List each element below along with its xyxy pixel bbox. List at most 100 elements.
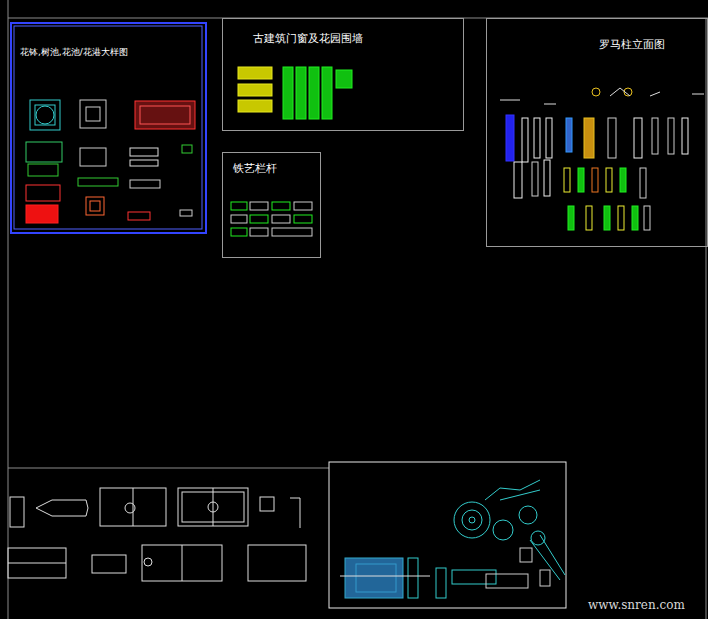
drawing-part: [640, 168, 646, 198]
drawing-part: [294, 215, 312, 223]
drawing-part: [86, 107, 100, 121]
drawing-part: [578, 168, 584, 192]
drawing-part: [182, 145, 192, 153]
drawing-part: [260, 497, 274, 511]
drawing-part: [486, 574, 528, 588]
drawing-part: [100, 488, 166, 526]
drawing-part: [8, 548, 66, 578]
drawing-line: [290, 498, 300, 528]
drawing-line: [610, 88, 630, 96]
frame-line: [706, 18, 707, 619]
drawing-line: [8, 563, 66, 564]
drawing-part: [620, 168, 626, 192]
drawing-part: [26, 205, 58, 223]
drawing-part: [592, 88, 600, 96]
drawing-part: [336, 70, 352, 88]
drawing-part: [309, 67, 319, 119]
drawing-part: [608, 118, 616, 158]
drawing-part: [238, 84, 272, 96]
drawing-part: [130, 148, 158, 156]
drawing-part: [144, 558, 152, 566]
drawing-part: [26, 185, 60, 201]
drawing-part: [128, 212, 150, 220]
drawing-part: [250, 228, 268, 236]
drawing-part: [408, 558, 418, 598]
drawing-part: [493, 520, 513, 540]
drawing-part: [28, 164, 58, 176]
drawing-part: [436, 568, 446, 598]
drawing-part: [322, 67, 332, 119]
drawing-line: [340, 576, 430, 577]
drawing-part: [644, 206, 650, 230]
drawing-part: [140, 106, 190, 124]
drawing-part: [238, 100, 272, 112]
drawing-part: [532, 162, 538, 196]
drawing-part: [135, 101, 195, 129]
drawing-sheet: 花钵,树池,花池/花港大样图: [10, 22, 207, 234]
drawing-part: [568, 206, 574, 230]
drawing-part: [30, 100, 60, 130]
drawing-part: [546, 118, 552, 158]
drawing-part: [618, 206, 624, 230]
drawing-part: [506, 115, 514, 161]
drawing-part: [86, 197, 104, 215]
drawing-part: [231, 202, 247, 210]
drawing-part: [142, 545, 222, 581]
drawing-part: [682, 118, 688, 154]
drawing-part: [80, 148, 106, 166]
drawing-part: [90, 201, 100, 211]
drawing-part: [520, 548, 532, 562]
drawing-part: [10, 497, 24, 527]
drawing-line: [544, 104, 556, 105]
sheet-title: 花钵,树池,花池/花港大样图: [20, 46, 128, 59]
drawing-part: [231, 228, 247, 236]
drawing-sheet: 铁艺栏杆: [222, 152, 321, 258]
drawing-line: [36, 500, 88, 516]
drawing-line: [485, 480, 540, 500]
drawing-part: [238, 67, 272, 79]
drawing-part: [564, 168, 570, 192]
watermark: www.snren.com: [588, 598, 685, 612]
drawing-part: [531, 531, 545, 545]
drawing-part: [92, 555, 126, 573]
drawing-part: [80, 100, 106, 128]
drawing-part: [178, 488, 248, 526]
drawing-part: [606, 168, 612, 192]
drawing-part: [35, 105, 55, 125]
drawing-part: [632, 206, 638, 230]
drawing-part: [14, 26, 202, 229]
drawing-part: [294, 202, 312, 210]
drawing-part: [469, 517, 475, 523]
drawing-part: [356, 564, 396, 592]
drawing-line: [500, 490, 540, 500]
drawing-part: [544, 160, 550, 196]
drawing-part: [248, 545, 306, 581]
drawing-line: [692, 94, 704, 95]
drawing-part: [231, 215, 247, 223]
drawing-part: [283, 67, 293, 119]
drawing-line: [133, 488, 134, 526]
drawing-line: [540, 535, 565, 575]
drawing-sheet: 古建筑门窗及花园围墙: [222, 18, 464, 131]
frame-line: [8, 0, 9, 619]
drawing-part: [345, 558, 403, 598]
drawing-part: [272, 215, 290, 223]
drawing-part: [272, 228, 312, 236]
drawing-part: [514, 162, 522, 198]
drawing-part: [522, 118, 528, 162]
drawing-part: [78, 178, 118, 186]
frame-line: [8, 468, 329, 469]
drawing-part: [592, 168, 598, 192]
drawing-part: [652, 118, 658, 154]
drawing-part: [604, 206, 610, 230]
drawing-part: [566, 118, 572, 152]
drawing-line: [500, 100, 520, 101]
drawing-line: [182, 545, 183, 581]
drawing-line: [650, 92, 660, 96]
drawing-part: [452, 570, 496, 584]
drawing-line: [213, 488, 214, 526]
drawing-part: [329, 462, 566, 608]
drawing-part: [296, 67, 306, 119]
drawing-part: [250, 202, 268, 210]
drawing-part: [584, 118, 594, 158]
